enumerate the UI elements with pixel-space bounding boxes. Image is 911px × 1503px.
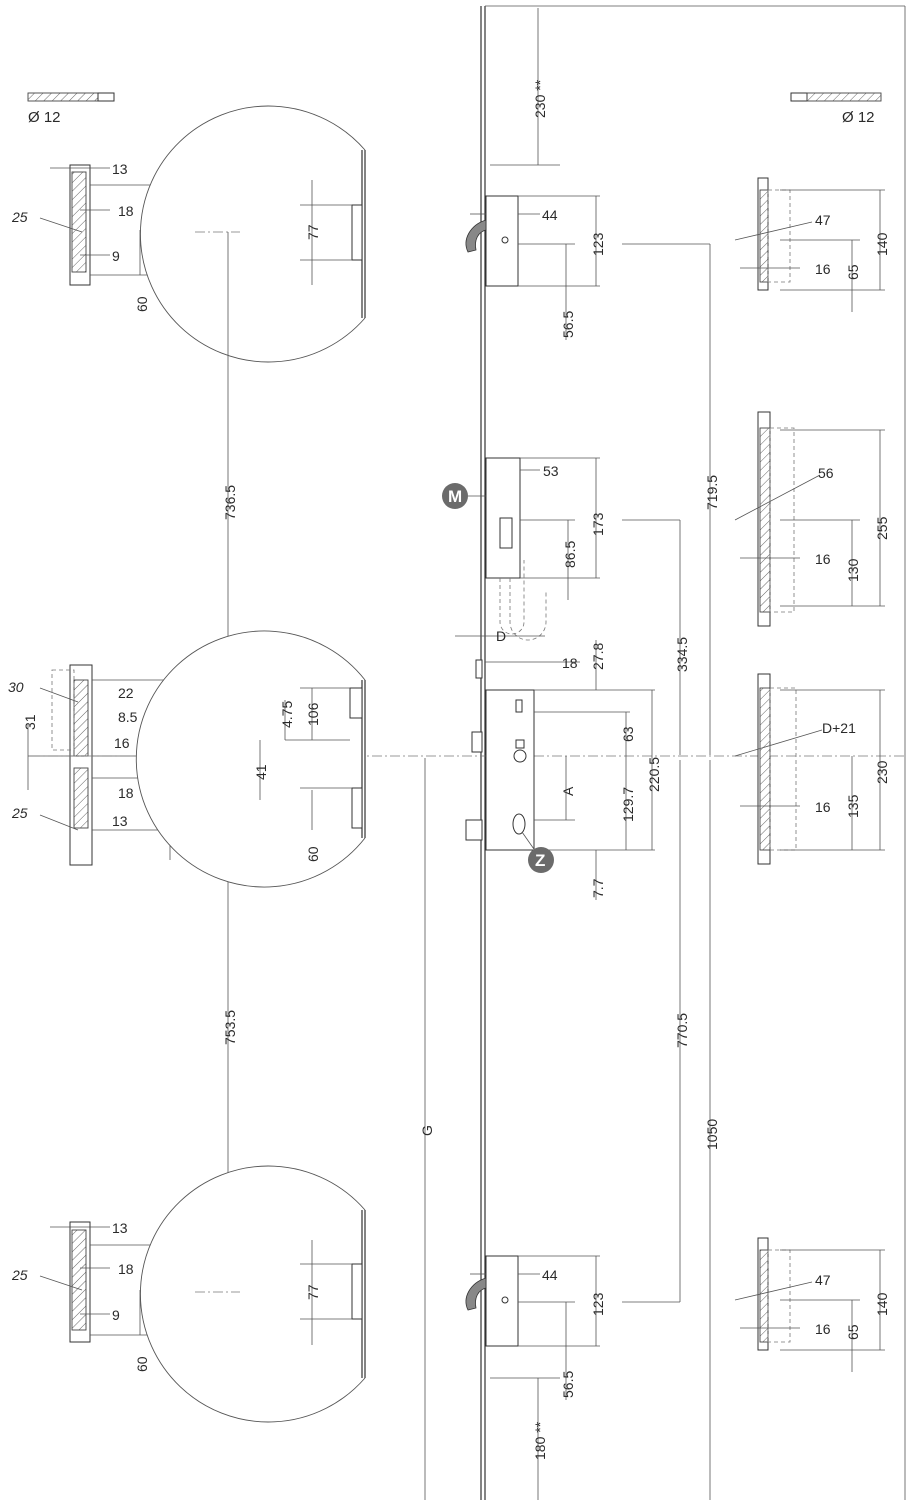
detail-circle-bot: 77 [139, 1165, 366, 1423]
svg-text:60: 60 [134, 1356, 150, 1372]
svg-text:60: 60 [134, 296, 150, 312]
svg-text:25: 25 [11, 805, 28, 821]
svg-text:56.5: 56.5 [560, 1371, 576, 1398]
svg-text:130: 130 [845, 558, 861, 582]
svg-text:220.5: 220.5 [646, 757, 662, 792]
svg-text:140: 140 [874, 232, 890, 256]
svg-text:86.5: 86.5 [562, 541, 578, 568]
svg-text:60: 60 [305, 846, 321, 862]
svg-text:25: 25 [11, 1267, 28, 1283]
svg-text:770.5: 770.5 [674, 1013, 690, 1048]
svg-text:16: 16 [114, 735, 130, 751]
detail-circle-top: 77 [139, 105, 366, 363]
svg-text:31: 31 [22, 714, 38, 730]
dim-total: 2105 [908, 720, 911, 751]
svg-text:719.5: 719.5 [704, 475, 720, 510]
svg-text:18: 18 [562, 655, 578, 671]
svg-text:753.5: 753.5 [222, 1010, 238, 1045]
svg-text:230: 230 [874, 760, 890, 784]
badge-z-icon: Z [521, 831, 554, 873]
svg-text:53: 53 [543, 463, 559, 479]
svg-text:123: 123 [590, 1292, 606, 1316]
svg-text:G: G [419, 1125, 435, 1136]
svg-text:8.5: 8.5 [118, 709, 138, 725]
svg-text:25: 25 [11, 209, 28, 225]
svg-text:30: 30 [8, 679, 24, 695]
svg-text:44: 44 [542, 207, 558, 223]
detail-circle-mid: 4.75 106 41 60 [135, 630, 366, 888]
svg-text:A: A [560, 786, 576, 796]
svg-text:22: 22 [118, 685, 134, 701]
svg-text:18: 18 [118, 785, 134, 801]
svg-text:47: 47 [815, 1272, 831, 1288]
svg-text:77: 77 [305, 224, 321, 240]
svg-text:4.75: 4.75 [279, 701, 295, 728]
svg-text:Z: Z [535, 851, 545, 870]
svg-text:65: 65 [845, 1324, 861, 1340]
svg-text:255: 255 [874, 516, 890, 540]
drill-bit-left-icon [27, 92, 115, 102]
svg-text:27.8: 27.8 [590, 643, 606, 670]
drill-label-left: Ø 12 [28, 109, 61, 126]
lock-m: 53 173 86.5 [485, 457, 606, 641]
dim-right-long: 719.5 1050 334.5 770.5 [622, 244, 720, 1500]
svg-text:18: 18 [118, 1261, 134, 1277]
svg-text:106: 106 [305, 702, 321, 726]
svg-text:D+21: D+21 [822, 720, 856, 736]
svg-text:129.7: 129.7 [620, 787, 636, 822]
svg-text:56.5: 56.5 [560, 311, 576, 338]
svg-text:M: M [448, 487, 462, 506]
svg-text:16: 16 [815, 261, 831, 277]
svg-text:180 **: 180 ** [532, 1421, 548, 1460]
dim-bottom-offset: 180 ** [490, 1377, 560, 1500]
lock-top-hook: 44 123 56.5 [465, 195, 710, 340]
svg-text:44: 44 [542, 1267, 558, 1283]
strike-right-top: 47 140 16 65 [734, 177, 890, 312]
svg-text:9: 9 [112, 1307, 120, 1323]
strike-right-main: D+21 230 16 135 [734, 673, 890, 865]
svg-text:65: 65 [845, 264, 861, 280]
svg-text:16: 16 [815, 1321, 831, 1337]
svg-text:140: 140 [874, 1292, 890, 1316]
drill-label-right: Ø 12 [842, 109, 875, 126]
svg-text:334.5: 334.5 [674, 637, 690, 672]
svg-text:135: 135 [845, 794, 861, 818]
strike-right-m: 56 255 16 130 [734, 411, 890, 627]
svg-text:56: 56 [818, 465, 834, 481]
lock-bottom-hook: 44 123 56.5 [465, 1255, 680, 1400]
svg-text:13: 13 [112, 1220, 128, 1236]
svg-text:D: D [496, 628, 506, 644]
svg-text:7.7: 7.7 [590, 878, 606, 898]
svg-text:230 **: 230 ** [532, 79, 548, 118]
badge-m-icon: M [442, 483, 486, 509]
door-edge [480, 5, 906, 1500]
svg-text:9: 9 [112, 248, 120, 264]
svg-text:18: 18 [118, 203, 134, 219]
svg-text:77: 77 [305, 1284, 321, 1300]
svg-text:13: 13 [112, 813, 128, 829]
svg-text:1050: 1050 [704, 1119, 720, 1150]
svg-text:173: 173 [590, 512, 606, 536]
svg-text:736.5: 736.5 [222, 485, 238, 520]
dim-d: D [455, 628, 545, 644]
dim-g: G [419, 758, 435, 1500]
dim-top-offset: 230 ** [490, 8, 560, 166]
lock-main: 18 27.8 63 220.5 A 129.7 7.7 [465, 640, 662, 900]
drill-bit-right-icon [790, 92, 882, 102]
svg-text:123: 123 [590, 232, 606, 256]
svg-text:13: 13 [112, 161, 128, 177]
strike-right-bot: 47 140 16 65 [734, 1237, 890, 1372]
svg-text:63: 63 [620, 726, 636, 742]
svg-text:47: 47 [815, 212, 831, 228]
svg-text:16: 16 [815, 799, 831, 815]
svg-text:41: 41 [253, 764, 269, 780]
svg-text:16: 16 [815, 551, 831, 567]
